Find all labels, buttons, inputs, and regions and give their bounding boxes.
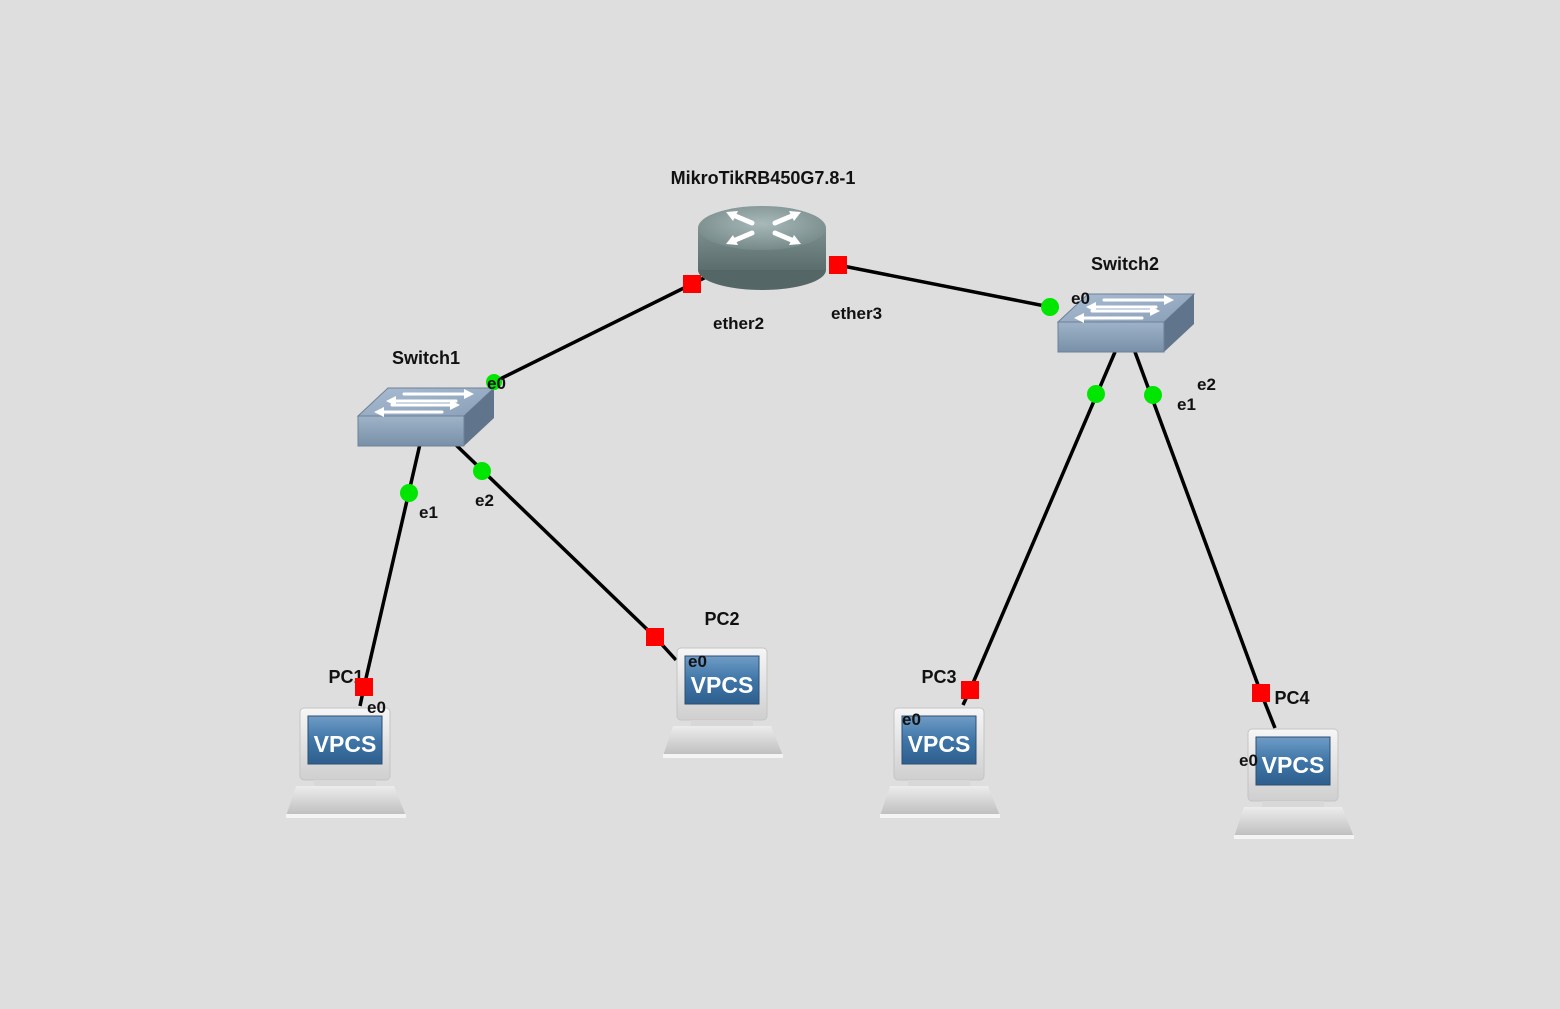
port-label-switch2-e0: e0 [1071,289,1090,308]
pc3-label: PC3 [921,667,956,687]
port-up-marker[interactable] [486,374,502,390]
link-switch2-pc4[interactable] [1133,351,1263,694]
vpcs-icon: VPCS [880,707,1000,818]
port-up-marker[interactable] [473,462,491,480]
port-label-switch1-e1: e1 [419,503,438,522]
router-label: MikroTikRB450G7.8-1 [671,168,856,188]
link-router-switch1[interactable] [493,282,693,384]
port-up-marker[interactable] [1087,385,1105,403]
port-up-marker[interactable] [400,484,418,502]
vpcs-icon: VPCS [663,647,783,758]
port-up-marker[interactable] [1144,386,1162,404]
port-label-switch1-e0: e0 [487,374,506,393]
pc4-node[interactable]: VPCS PC4 [1234,688,1354,839]
switch2-node[interactable]: Switch2 [1056,254,1196,353]
port-label-pc4-e0: e0 [1239,751,1258,770]
switch-icon [356,387,496,447]
port-up-marker[interactable] [1041,298,1059,316]
pc2-screen-text: VPCS [691,672,754,698]
vpcs-icon: VPCS [1234,728,1354,839]
pc2-node[interactable]: VPCS PC2 [663,609,783,758]
switch2-label: Switch2 [1091,254,1159,274]
pc3-node[interactable]: VPCS PC3 [880,667,1000,818]
switch1-label: Switch1 [392,348,460,368]
router-node[interactable]: MikroTikRB450G7.8-1 [671,168,856,290]
port-label-pc1-e0: e0 [367,698,386,717]
router-icon [698,206,826,290]
pc1-node[interactable]: VPCS PC1 [286,667,406,818]
link-router-switch2[interactable] [837,263,1051,309]
port-label-router-ether3: ether3 [831,304,882,323]
vpcs-icon: VPCS [286,707,406,818]
port-label-router-ether2: ether2 [713,314,764,333]
switch-icon [1056,293,1196,353]
port-down-marker[interactable] [1252,684,1270,702]
port-down-marker[interactable] [646,628,664,646]
pc2-label: PC2 [704,609,739,629]
port-label-switch1-e2: e2 [475,491,494,510]
pc4-label: PC4 [1274,688,1309,708]
port-labels: ether2 e0 ether3 e0 e1 e0 e2 e0 e1 e0 e2… [367,289,1258,770]
port-label-pc2-e0: e0 [688,652,707,671]
link-switch2-pc3[interactable] [968,351,1117,691]
port-down-marker[interactable] [355,678,373,696]
port-down-marker[interactable] [829,256,847,274]
pc1-screen-text: VPCS [314,731,377,757]
port-markers [355,256,1270,702]
switch1-node[interactable]: Switch1 [356,348,496,447]
port-label-pc3-e0: e0 [902,710,921,729]
pc3-screen-text: VPCS [908,731,971,757]
pc1-label: PC1 [328,667,363,687]
port-down-marker[interactable] [961,681,979,699]
pc4-screen-text: VPCS [1262,752,1325,778]
port-down-marker[interactable] [683,275,701,293]
link-switch1-pc1[interactable] [362,443,422,688]
port-label-switch2-e2: e2 [1197,375,1216,394]
port-label-switch2-e1: e1 [1177,395,1196,414]
